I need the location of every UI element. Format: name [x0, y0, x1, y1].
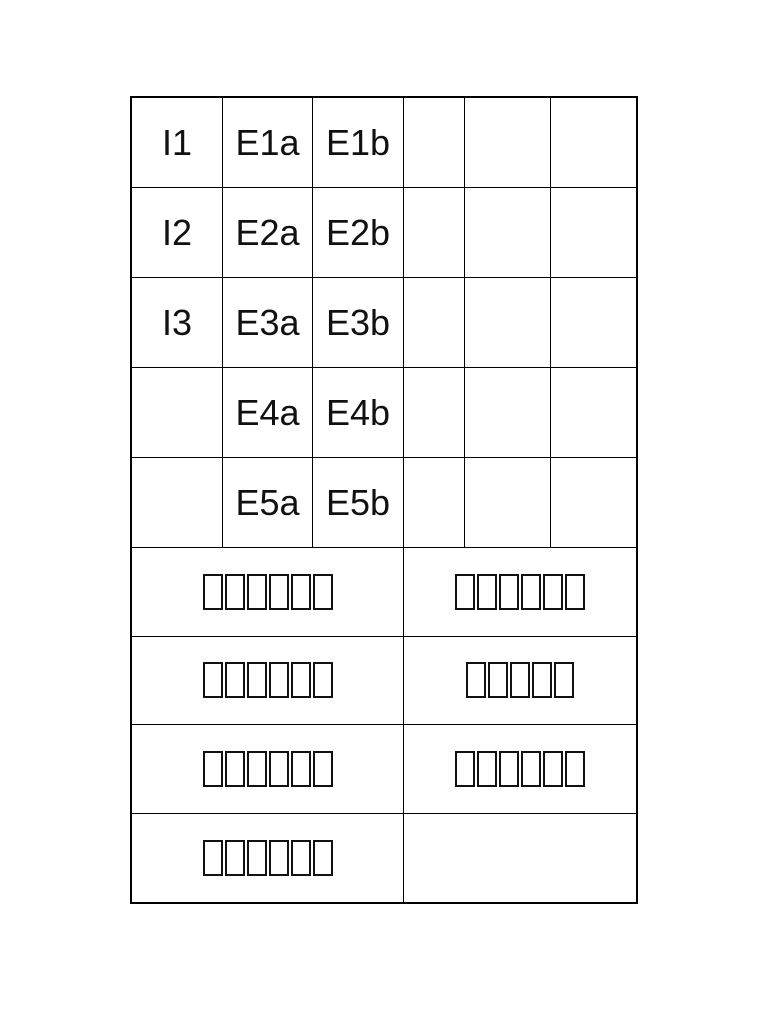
missing-glyph-icon: [312, 573, 333, 610]
table-cell: E1a: [223, 98, 313, 188]
missing-glyph-text: [202, 573, 333, 610]
table-cell: [132, 368, 223, 458]
missing-glyph-icon: [499, 573, 519, 610]
missing-glyph-icon: [477, 750, 497, 787]
missing-glyph-icon: [224, 573, 245, 610]
missing-glyph-icon: [565, 750, 585, 787]
table-cell: [404, 368, 465, 458]
table-cell: I2: [132, 188, 223, 278]
table-cell: [132, 458, 223, 548]
merged-cell-left: [132, 548, 404, 637]
missing-glyph-icon: [268, 750, 289, 787]
missing-glyph-icon: [268, 573, 289, 610]
table-cell: E4b: [313, 368, 404, 458]
missing-glyph-icon: [312, 750, 333, 787]
table-cell: E5b: [313, 458, 404, 548]
missing-glyph-icon: [532, 662, 552, 699]
missing-glyph-text: [466, 662, 574, 699]
missing-glyph-icon: [312, 839, 333, 876]
table-cell: [465, 368, 551, 458]
table-cell: [404, 278, 465, 368]
table-cell: E3b: [313, 278, 404, 368]
missing-glyph-icon: [554, 662, 574, 699]
missing-glyph-icon: [202, 573, 223, 610]
table-cell: [551, 278, 636, 368]
table-cell: [551, 368, 636, 458]
missing-glyph-icon: [246, 839, 267, 876]
table-cell: [551, 458, 636, 548]
missing-glyph-icon: [312, 662, 333, 699]
missing-glyph-icon: [268, 839, 289, 876]
missing-glyph-icon: [565, 573, 585, 610]
missing-glyph-icon: [290, 839, 311, 876]
missing-glyph-icon: [543, 573, 563, 610]
table-cell: [404, 188, 465, 278]
table-cell: [551, 188, 636, 278]
missing-glyph-icon: [202, 839, 223, 876]
table-cell: I3: [132, 278, 223, 368]
missing-glyph-text: [202, 750, 333, 787]
missing-glyph-text: [455, 750, 585, 787]
missing-glyph-text: [202, 662, 333, 699]
missing-glyph-icon: [268, 662, 289, 699]
table-cell: [465, 458, 551, 548]
table-cell: [404, 98, 465, 188]
table-cell: [465, 98, 551, 188]
table-cell: E5a: [223, 458, 313, 548]
missing-glyph-icon: [202, 750, 223, 787]
table-cell: I1: [132, 98, 223, 188]
missing-glyph-icon: [246, 750, 267, 787]
missing-glyph-icon: [488, 662, 508, 699]
merged-cell-left: [132, 813, 404, 902]
merged-cell-right: [404, 725, 636, 814]
table-cell: [404, 458, 465, 548]
missing-glyph-icon: [543, 750, 563, 787]
missing-glyph-icon: [290, 750, 311, 787]
merged-cell-right: [404, 548, 636, 637]
merged-cell-right: [404, 637, 636, 725]
missing-glyph-icon: [477, 573, 497, 610]
table-cell: E4a: [223, 368, 313, 458]
missing-glyph-icon: [455, 573, 475, 610]
table-cell: [551, 98, 636, 188]
table-cell: E2b: [313, 188, 404, 278]
table-cell: E2a: [223, 188, 313, 278]
missing-glyph-icon: [290, 662, 311, 699]
missing-glyph-icon: [466, 662, 486, 699]
missing-glyph-icon: [246, 662, 267, 699]
missing-glyph-icon: [224, 750, 245, 787]
missing-glyph-icon: [499, 750, 519, 787]
missing-glyph-icon: [224, 839, 245, 876]
missing-glyph-icon: [510, 662, 530, 699]
missing-glyph-icon: [224, 662, 245, 699]
table-cell: [465, 188, 551, 278]
merged-cell-left: [132, 636, 404, 725]
missing-glyph-text: [202, 839, 333, 876]
missing-glyph-icon: [246, 573, 267, 610]
missing-glyph-icon: [455, 750, 475, 787]
missing-glyph-icon: [521, 750, 541, 787]
missing-glyph-icon: [521, 573, 541, 610]
merged-cell-left: [132, 725, 404, 814]
missing-glyph-text: [455, 573, 585, 610]
missing-glyph-icon: [202, 662, 223, 699]
merged-cell-right: [404, 814, 636, 903]
table-cell: E3a: [223, 278, 313, 368]
missing-glyph-icon: [290, 573, 311, 610]
table-cell: E1b: [313, 98, 404, 188]
table-cell: [465, 278, 551, 368]
